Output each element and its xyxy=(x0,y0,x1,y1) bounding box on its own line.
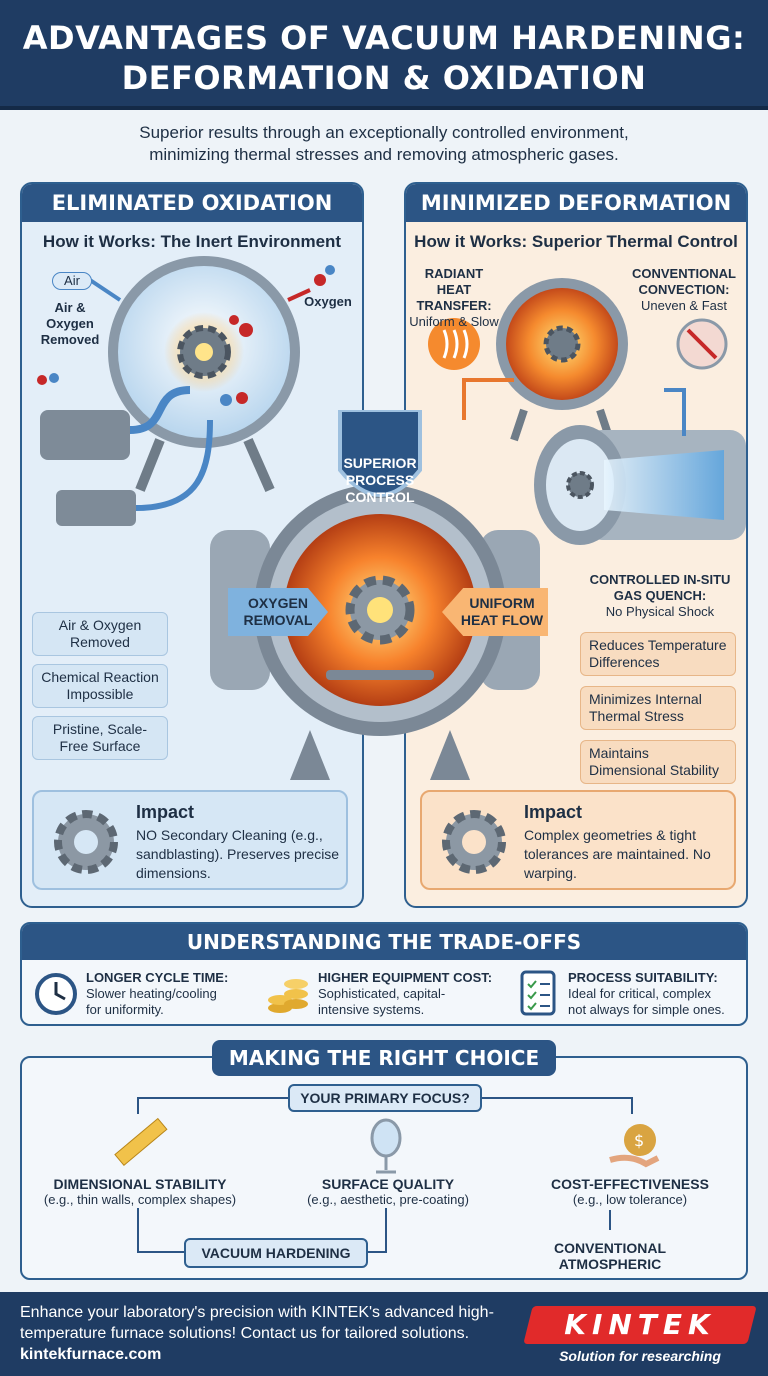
subtitle: Superior results through an exceptionall… xyxy=(139,123,629,164)
gear-icon xyxy=(54,810,118,874)
primary-focus-pill: YOUR PRIMARY FOCUS? xyxy=(288,1084,482,1112)
tradeoff-equipment-cost: HIGHER EQUIPMENT COST: Sophisticated, ca… xyxy=(266,968,506,1024)
kintek-logo[interactable]: KINTEK xyxy=(523,1306,757,1344)
deformation-impact: Impact Complex geometries & tight tolera… xyxy=(420,790,736,890)
tradeoff-title: LONGER CYCLE TIME: xyxy=(86,970,229,985)
box-scale-free: Pristine, Scale-Free Surface xyxy=(32,716,168,760)
ruler-icon xyxy=(114,1117,168,1167)
oxidation-how-heading: How it Works: The Inert Environment xyxy=(42,232,342,251)
footer-text: Enhance your laboratory's precision with… xyxy=(20,1304,494,1363)
deformation-impact-text: Complex geometries & tight tolerances ar… xyxy=(524,827,711,881)
oxidation-impact: Impact NO Secondary Cleaning (e.g., sand… xyxy=(32,790,348,890)
oxygen-removal-arrow: OXYGEN REMOVAL xyxy=(228,588,328,636)
clock-icon xyxy=(35,973,77,1015)
tradeoffs-title: UNDERSTANDING THE TRADE-OFFS xyxy=(22,924,746,960)
central-furnace-illustration xyxy=(210,410,540,780)
tradeoff-title: HIGHER EQUIPMENT COST: xyxy=(318,970,493,985)
choice-section: MAKING THE RIGHT CHOICE YOUR PRIMARY FOC… xyxy=(20,1040,748,1280)
air-tag: Air xyxy=(52,272,92,290)
footer: Enhance your laboratory's precision with… xyxy=(0,1292,768,1376)
tradeoff-desc: Sophisticated, capital-intensive systems… xyxy=(318,986,446,1017)
radiant-furnace-illustration xyxy=(428,278,746,545)
checklist-icon xyxy=(520,970,556,1016)
oxygen-label: Oxygen xyxy=(304,294,352,309)
box-minimizes-stress: Minimizes Internal Thermal Stress xyxy=(580,686,736,730)
option-cost-effectiveness[interactable]: COST-EFFECTIVENESS(e.g., low tolerance) xyxy=(551,1176,709,1207)
box-dimensional-stability: Maintains Dimensional Stability xyxy=(580,740,736,784)
tradeoff-cycle-time: LONGER CYCLE TIME: Slower heating/coolin… xyxy=(34,968,264,1024)
deformation-impact-title: Impact xyxy=(524,802,583,822)
box-chemical-reaction: Chemical Reaction Impossible xyxy=(32,664,168,708)
tradeoff-process-suitability: PROCESS SUITABILITY: Ideal for critical,… xyxy=(516,968,746,1024)
oxidation-impact-title: Impact xyxy=(136,802,195,822)
logo-slogan: Solution for researching xyxy=(559,1348,721,1364)
footer-link[interactable]: kintekfurnace.com xyxy=(20,1346,162,1363)
option-dimensional-stability[interactable]: DIMENSIONAL STABILITY(e.g., thin walls, … xyxy=(43,1176,237,1207)
deformation-how-heading: How it Works: Superior Thermal Control xyxy=(414,232,738,251)
conventional-atmospheric-label: CONVENTIONAL ATMOSPHERIC xyxy=(554,1240,666,1272)
oxidation-impact-text: NO Secondary Cleaning (e.g., sandblastin… xyxy=(136,827,340,881)
gear-icon xyxy=(442,810,506,874)
option-surface-quality[interactable]: SURFACE QUALITY(e.g., aesthetic, pre-coa… xyxy=(307,1176,469,1207)
tradeoffs-section: UNDERSTANDING THE TRADE-OFFS LONGER CYCL… xyxy=(20,922,748,1026)
mirror-icon xyxy=(370,1118,402,1174)
vacuum-chamber-illustration xyxy=(37,256,335,526)
coins-icon xyxy=(268,979,308,1013)
air-removed-label: Air & Oxygen Removed xyxy=(40,300,100,347)
deformation-panel-title: MINIMIZED DEFORMATION xyxy=(406,184,746,222)
money-bag-icon: $ xyxy=(609,1124,660,1168)
oxidation-panel-title: ELIMINATED OXIDATION xyxy=(22,184,362,222)
gas-quench-label: CONTROLLED IN-SITU GAS QUENCH:No Physica… xyxy=(589,572,731,619)
tradeoff-title: PROCESS SUITABILITY: xyxy=(568,970,718,985)
vacuum-hardening-pill: VACUUM HARDENING xyxy=(184,1238,368,1268)
header: ADVANTAGES OF VACUUM HARDENING:DEFORMATI… xyxy=(0,0,768,110)
page-title: ADVANTAGES OF VACUUM HARDENING:DEFORMATI… xyxy=(22,19,746,97)
choice-title: MAKING THE RIGHT CHOICE xyxy=(212,1040,556,1076)
conventional-convection-label: CONVENTIONAL CONVECTION:Uneven & Fast xyxy=(632,266,736,313)
svg-text:$: $ xyxy=(634,1131,644,1150)
shield-label: SUPERIOR PROCESS CONTROL xyxy=(343,455,417,505)
box-reduces-temperature: Reduces Temperature Differences xyxy=(580,632,736,676)
uniform-heat-arrow: UNIFORM HEAT FLOW xyxy=(442,588,548,636)
radiant-heat-label: RADIANT HEAT TRANSFER:Uniform & Slow xyxy=(409,266,499,329)
box-air-oxygen-removed: Air & Oxygen Removed xyxy=(32,612,168,656)
choice-flow-arrows xyxy=(137,1097,633,1253)
